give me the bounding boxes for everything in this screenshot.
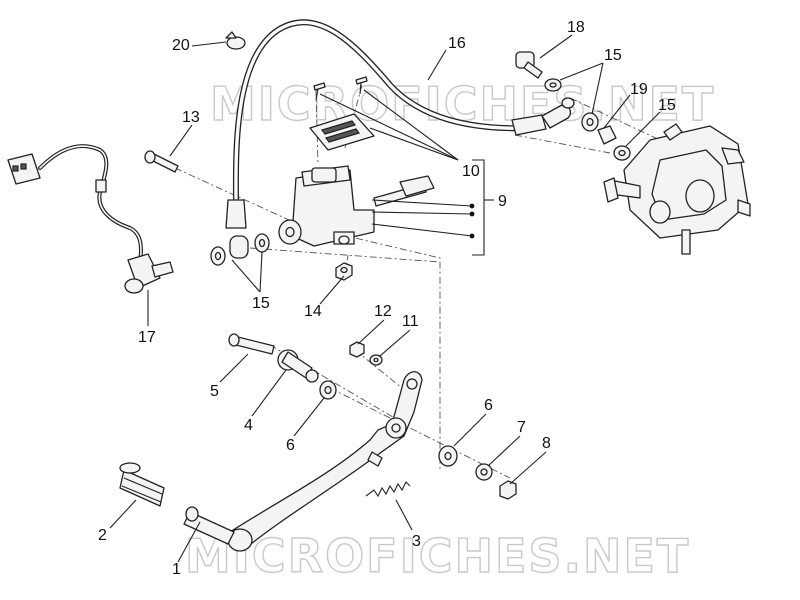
brake-light-switch [7,144,174,294]
brake-hose [225,19,575,259]
callout-17: 17 [138,329,156,346]
callout-16: 16 [448,35,466,52]
bracket-dot [469,203,475,209]
brake-pedal-lever [183,371,423,552]
callout-bracket-9 [371,159,494,256]
callout-20: 20 [172,37,190,54]
callout-18: 18 [567,19,585,36]
return-spring [365,481,411,498]
callout-19: 19 [630,81,648,98]
callout-3: 3 [412,533,421,550]
small-nut-and-washer [349,341,383,366]
callout-7: 7 [517,419,526,436]
watermark-bottom: MICROFICHES.NET [185,529,690,583]
pivot-washer-left [319,380,337,400]
callout-5: 5 [210,383,219,400]
callout-10: 10 [462,163,480,180]
mounting-bolt [144,150,179,173]
leader-lines [109,34,661,563]
left-washers [210,233,270,266]
callout-8: 8 [542,435,551,452]
right-hardware [438,445,517,500]
nut [335,262,353,281]
callout-2: 2 [98,527,107,544]
callout-15-left: 15 [252,295,270,312]
hose-clamp [225,31,246,50]
brake-caliper [603,123,751,255]
callout-15-right: 15 [658,97,676,114]
callout-numbers: 1 2 3 4 5 6 6 7 8 9 10 11 12 13 14 15 15… [98,19,676,578]
callout-13: 13 [182,109,200,126]
callout-6-left: 6 [286,437,295,454]
pivot-bolt [228,333,275,355]
callout-9: 9 [498,193,507,210]
reservoir-cap [309,76,375,151]
assembly-dash-lines [174,84,661,479]
callout-6-right: 6 [484,397,493,414]
bracket-dot [469,211,475,217]
bracket-dot [469,233,475,239]
master-cylinder [278,165,435,247]
callout-1: 1 [172,561,181,578]
callout-4: 4 [244,417,253,434]
pivot-bushing [277,349,319,383]
caliper-fittings [515,51,631,161]
pedal-rubber [119,462,165,507]
callout-14: 14 [304,303,322,320]
callout-15-top: 15 [604,47,622,64]
callout-11: 11 [402,313,419,330]
callout-12: 12 [374,303,392,320]
